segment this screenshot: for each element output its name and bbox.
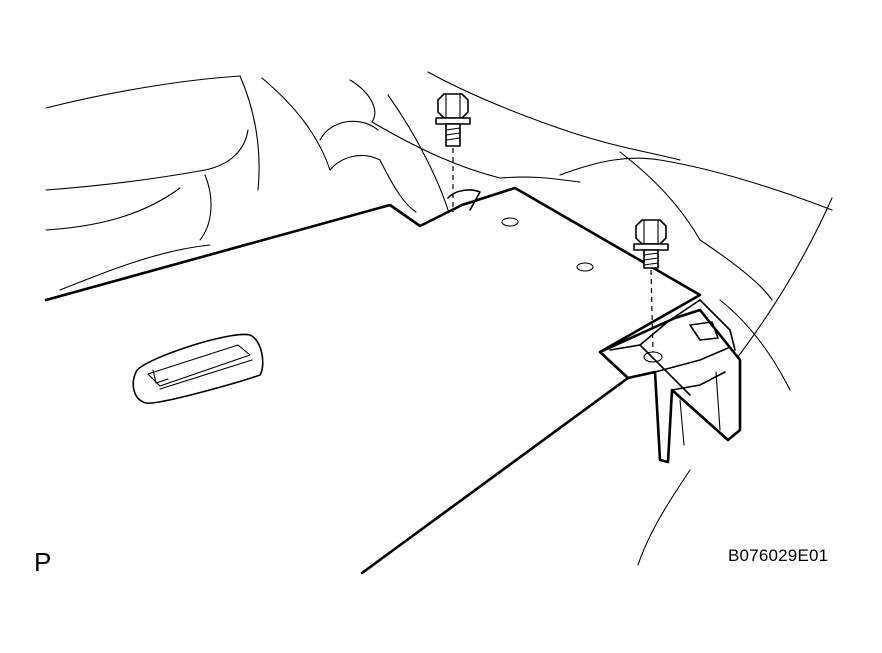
mounting-bracket bbox=[598, 299, 742, 464]
bolt-icon bbox=[435, 93, 471, 147]
figure-code: B076029E01 bbox=[728, 546, 829, 565]
cover-panel bbox=[44, 186, 702, 575]
foot-pad bbox=[132, 333, 264, 404]
vehicle-body-contours bbox=[45, 71, 833, 566]
bolt-icon bbox=[633, 219, 669, 269]
view-letter: P bbox=[34, 547, 52, 577]
bolt-guide-line bbox=[650, 269, 654, 353]
